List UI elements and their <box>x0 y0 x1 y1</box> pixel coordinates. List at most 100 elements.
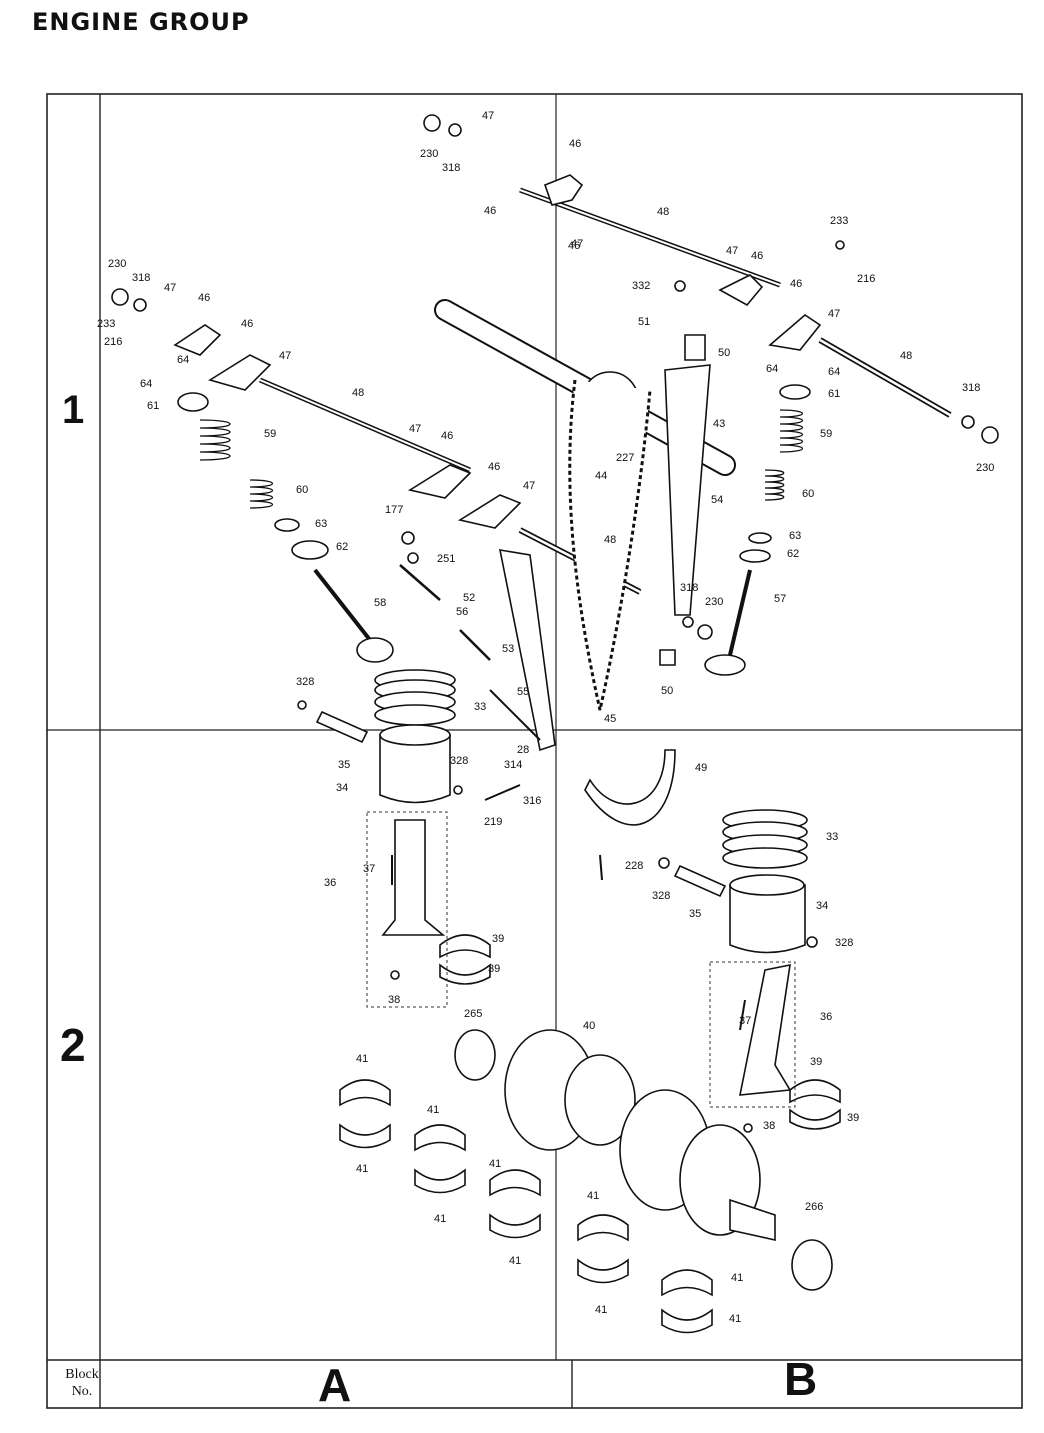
column-label-b: B <box>784 1353 818 1405</box>
part-callout-216: 216 <box>104 336 123 348</box>
part-callout-34: 34 <box>336 782 349 794</box>
part-callout-51: 51 <box>638 316 651 328</box>
part-callout-47: 47 <box>482 110 495 122</box>
part-callout-60: 60 <box>296 484 309 496</box>
part-callout-52: 52 <box>463 592 476 604</box>
part-callout-28: 28 <box>517 744 530 756</box>
part-callout-41: 41 <box>595 1304 608 1316</box>
part-callout-54: 54 <box>711 494 724 506</box>
part-callout-227: 227 <box>616 452 635 464</box>
part-callout-44: 44 <box>595 470 608 482</box>
part-callout-41: 41 <box>729 1313 742 1325</box>
part-callout-230: 230 <box>976 462 995 474</box>
part-callout-46: 46 <box>751 250 764 262</box>
part-callout-58: 58 <box>374 597 387 609</box>
part-callout-64: 64 <box>766 363 779 375</box>
part-callout-177: 177 <box>385 504 404 516</box>
part-callout-266: 266 <box>805 1201 824 1213</box>
part-callout-46: 46 <box>568 240 581 252</box>
part-callout-61: 61 <box>828 388 841 400</box>
part-callout-48: 48 <box>900 350 913 362</box>
part-callout-56: 56 <box>456 606 469 618</box>
part-callout-219: 219 <box>484 816 503 828</box>
part-callout-314: 314 <box>504 759 523 771</box>
column-label-a: A <box>318 1359 352 1411</box>
part-callout-318: 318 <box>132 272 151 284</box>
part-callout-47: 47 <box>523 480 536 492</box>
block-number-label: Block No. <box>58 1366 106 1400</box>
part-callout-37: 37 <box>739 1015 752 1027</box>
part-callout-62: 62 <box>787 548 800 560</box>
part-callout-47: 47 <box>828 308 841 320</box>
row-label-2: 2 <box>60 1019 86 1071</box>
part-callout-328: 328 <box>652 890 671 902</box>
part-callout-38: 38 <box>763 1120 776 1132</box>
part-callout-40: 40 <box>583 1020 596 1032</box>
part-callout-47: 47 <box>409 423 422 435</box>
part-callout-55: 55 <box>517 686 530 698</box>
part-callout-46: 46 <box>484 205 497 217</box>
part-callout-41: 41 <box>731 1272 744 1284</box>
part-callout-36: 36 <box>820 1011 833 1023</box>
part-callout-34: 34 <box>816 900 829 912</box>
part-callout-41: 41 <box>489 1158 502 1170</box>
part-callout-35: 35 <box>689 908 702 920</box>
part-callout-233: 233 <box>830 215 849 227</box>
part-callout-60: 60 <box>802 488 815 500</box>
part-callout-216: 216 <box>857 273 876 285</box>
part-callout-48: 48 <box>352 387 365 399</box>
part-callout-53: 53 <box>502 643 515 655</box>
row-label-1: 1 <box>62 388 85 432</box>
part-callout-39: 39 <box>810 1056 823 1068</box>
part-callout-46: 46 <box>569 138 582 150</box>
part-callout-328: 328 <box>450 755 469 767</box>
part-callout-251: 251 <box>437 553 456 565</box>
part-callout-233: 233 <box>97 318 116 330</box>
block-label-line2: No. <box>71 1384 93 1399</box>
part-callout-316: 316 <box>523 795 542 807</box>
part-callout-328: 328 <box>835 937 854 949</box>
part-callout-41: 41 <box>587 1190 600 1202</box>
part-callout-57: 57 <box>774 593 787 605</box>
block-label-line1: Block <box>65 1367 99 1382</box>
part-callout-230: 230 <box>108 258 127 270</box>
part-callout-48: 48 <box>604 534 617 546</box>
part-callout-47: 47 <box>726 245 739 257</box>
part-callout-332: 332 <box>632 280 651 292</box>
page-title: ENGINE GROUP <box>32 8 250 36</box>
part-callout-43: 43 <box>713 418 726 430</box>
part-callout-41: 41 <box>356 1053 369 1065</box>
part-callout-265: 265 <box>464 1008 483 1020</box>
part-callout-62: 62 <box>336 541 349 553</box>
part-callout-37: 37 <box>363 863 376 875</box>
part-callout-328: 328 <box>296 676 315 688</box>
part-callout-38: 38 <box>388 994 401 1006</box>
part-callout-63: 63 <box>315 518 328 530</box>
part-callout-59: 59 <box>264 428 277 440</box>
part-callout-64: 64 <box>140 378 153 390</box>
part-callout-49: 49 <box>695 762 708 774</box>
part-callout-59: 59 <box>820 428 833 440</box>
part-callout-41: 41 <box>509 1255 522 1267</box>
part-callout-33: 33 <box>474 701 487 713</box>
part-callout-318: 318 <box>442 162 461 174</box>
part-callout-46: 46 <box>198 292 211 304</box>
part-callout-47: 47 <box>279 350 292 362</box>
part-callout-50: 50 <box>718 347 731 359</box>
part-callout-46: 46 <box>441 430 454 442</box>
part-callout-45: 45 <box>604 713 617 725</box>
part-callout-47: 47 <box>571 238 584 250</box>
part-callout-230: 230 <box>705 596 724 608</box>
part-callout-230: 230 <box>420 148 439 160</box>
part-callout-318: 318 <box>962 382 981 394</box>
part-callout-61: 61 <box>147 400 160 412</box>
part-callout-41: 41 <box>427 1104 440 1116</box>
part-callout-41: 41 <box>356 1163 369 1175</box>
part-callout-39: 39 <box>847 1112 860 1124</box>
part-callout-46: 46 <box>241 318 254 330</box>
part-callout-46: 46 <box>488 461 501 473</box>
part-callout-228: 228 <box>625 860 644 872</box>
engine-parts <box>111 114 999 1334</box>
part-callout-48: 48 <box>657 206 670 218</box>
